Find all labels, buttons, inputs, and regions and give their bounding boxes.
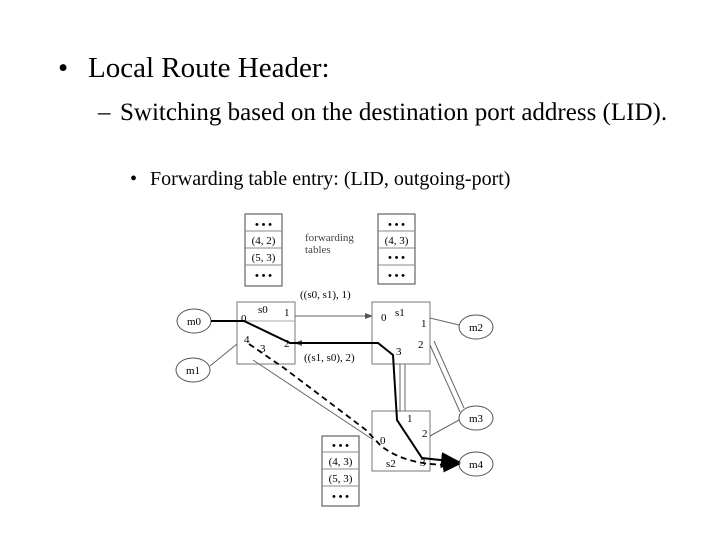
port-number: 1 bbox=[421, 318, 427, 330]
table-ellipsis: • • • bbox=[332, 491, 349, 503]
forwarding-label-line1: forwarding bbox=[305, 232, 354, 244]
link-label-s1-s0: ((s1, s0), 2) bbox=[304, 352, 355, 364]
forwarding-tables-label: forwarding tables bbox=[305, 232, 357, 256]
table-ellipsis: • • • bbox=[255, 219, 272, 231]
port-number: 0 bbox=[380, 435, 386, 447]
port-number: 1 bbox=[407, 413, 413, 425]
switch-s1: s1 bbox=[371, 301, 431, 365]
bullet-text-local-route-header: Local Route Header: bbox=[88, 52, 330, 84]
bullet-dot: • bbox=[130, 168, 138, 190]
table-row: (4, 2) bbox=[252, 235, 276, 247]
machine-m2: m2 bbox=[458, 314, 494, 340]
machine-label: m4 bbox=[469, 459, 484, 471]
port-number: 2 bbox=[284, 338, 290, 350]
route-path-m1-to-m4 bbox=[248, 343, 461, 473]
switch-label: s1 bbox=[395, 307, 405, 319]
bullet-dash: – bbox=[98, 99, 111, 126]
route-path-m0-to-m4 bbox=[211, 320, 461, 469]
machine-label: m1 bbox=[186, 365, 200, 377]
port-number: 2 bbox=[418, 339, 424, 351]
table-row: (5, 3) bbox=[252, 252, 276, 264]
machine-label: m3 bbox=[469, 413, 484, 425]
machine-label: m2 bbox=[469, 322, 483, 334]
machine-m4: m4 bbox=[458, 451, 494, 477]
table-row: (4, 3) bbox=[329, 456, 353, 468]
table-ellipsis: • • • bbox=[388, 219, 405, 231]
machine-label: m0 bbox=[187, 316, 202, 328]
port-number: 4 bbox=[244, 334, 250, 346]
switch-label: s0 bbox=[258, 304, 268, 316]
switch-label: s2 bbox=[386, 458, 396, 470]
machine-m3: m3 bbox=[458, 405, 494, 431]
bullet-dot: • bbox=[58, 52, 69, 84]
forwarding-table-s2: • • • (4, 3) (5, 3) • • • bbox=[321, 435, 360, 507]
port-number: 3 bbox=[420, 457, 426, 469]
machine-m1: m1 bbox=[175, 357, 211, 383]
table-ellipsis: • • • bbox=[388, 252, 405, 264]
table-ellipsis: • • • bbox=[255, 270, 272, 282]
forwarding-label-line2: tables bbox=[305, 244, 331, 256]
port-number: 3 bbox=[396, 346, 402, 358]
table-ellipsis: • • • bbox=[332, 440, 349, 452]
bullet-text-switching: Switching based on the destination port … bbox=[120, 99, 668, 126]
switch-s2: s2 bbox=[371, 410, 431, 472]
machine-m0: m0 bbox=[176, 308, 212, 334]
port-number: 2 bbox=[422, 428, 428, 440]
forwarding-table-s1: • • • (4, 3) • • • • • • bbox=[377, 213, 416, 285]
forwarding-table-s0: • • • (4, 2) (5, 3) • • • bbox=[244, 213, 283, 287]
table-row: (4, 3) bbox=[385, 235, 409, 247]
table-row: (5, 3) bbox=[329, 473, 353, 485]
port-number: 0 bbox=[241, 313, 247, 325]
table-ellipsis: • • • bbox=[388, 270, 405, 282]
port-number: 0 bbox=[381, 312, 387, 324]
switch-s0: s0 bbox=[236, 301, 296, 365]
port-number: 3 bbox=[260, 343, 266, 355]
link-label-s0-s1: ((s0, s1), 1) bbox=[300, 289, 351, 301]
port-number: 1 bbox=[284, 307, 290, 319]
bullet-text-forwarding-entry: Forwarding table entry: (LID, outgoing-p… bbox=[150, 168, 511, 190]
